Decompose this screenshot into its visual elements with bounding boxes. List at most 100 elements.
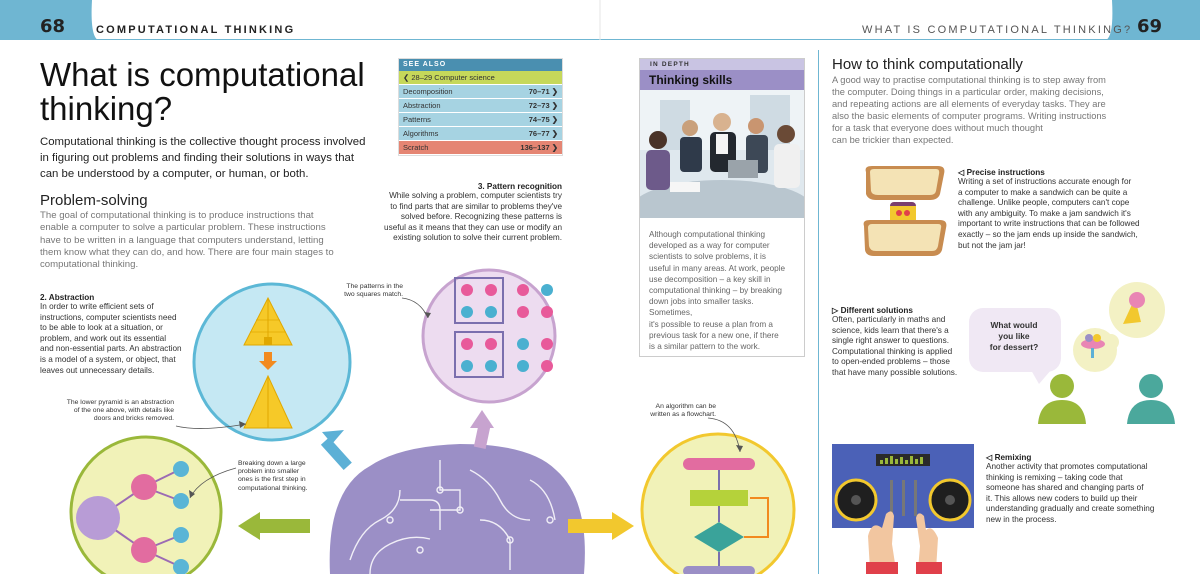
arrow-to-decomposition [238,512,310,540]
problem-solving-heading: Problem-solving [40,192,148,209]
text-line: Another activity that promotes computati… [986,462,1148,471]
see-also-link-scratch[interactable]: Scratch 136–137 ❯ [399,141,562,155]
text-line: leaves out unnecessary details. [40,365,155,375]
remixing-heading: ◁ Remixing [986,453,1032,462]
text-line: A good way to practise computational thi… [832,75,1106,85]
precise-instructions-block: ◁ Precise instructions Writing a set of … [958,167,1168,251]
text-line: useful as it means that they can use or … [384,222,562,232]
text-line: scientists to solve problems, it is [649,252,766,262]
text-line: science, kids learn that there's a [832,325,949,335]
see-also-label: Decomposition [403,87,453,96]
arrow-down-icon [264,352,272,362]
right-page-number: 69 [1137,16,1163,37]
remixing-block: ◁ Remixing Another activity that promote… [986,452,1186,526]
text-line: for a task that everyone does without mu… [832,123,1043,133]
text-line: of the one above, with details like [73,407,174,415]
page-title: What is computational thinking? [40,58,365,126]
intro-line: in figuring out problems and finding the… [40,152,355,164]
text-line: problem into smaller [238,468,300,476]
flowchart-start [683,458,755,470]
text-line: a computer to make a sandwich can be qui… [958,187,1128,197]
text-line: While solving a problem, computer scient… [389,191,562,200]
how-to-heading: How to think computationally [832,56,1023,73]
text-line: The patterns in the [346,283,403,290]
text-line: you like [998,331,1030,341]
text-line: Writing a set of instructions accurate e… [958,177,1132,186]
precise-heading: ◁ Precise instructions [958,168,1045,177]
pattern-square [454,277,504,324]
see-also-link-decomposition[interactable]: Decomposition 70–71 ❯ [399,85,562,99]
text-line: can be trickier than expected. [832,135,954,145]
see-also-label: ❮ 28–29 Computer science [403,73,495,82]
left-section-title: COMPUTATIONAL THINKING [96,24,296,36]
see-also-label: Scratch [403,143,429,152]
text-line: thinking is remixing – taking code that [986,472,1123,482]
text-line: down jobs into smaller tasks. Sometimes, [649,297,754,318]
text-line: instructions, computer scientists need [40,312,177,322]
text-line: useful in many areas. At work, people [649,263,786,273]
text-line: In order to write efficient sets of [40,302,154,311]
decomposition-annotation: Breaking down a large problem into small… [238,460,328,493]
text-line: with any ambiguity. To make a jam sandwi… [958,208,1131,218]
text-line: The lower pyramid is an abstraction [66,399,174,406]
in-depth-tag: IN DEPTH [640,59,804,70]
in-depth-box: IN DEPTH Thinking skills Although comput… [632,58,812,357]
text-line: enable a computer to solve a particular … [40,222,326,234]
text-line: existing solution to solve their current… [393,233,562,243]
see-also-pages: 70–71 ❯ [528,87,558,96]
abstraction-block: 2. Abstraction In order to write efficie… [40,293,190,376]
abstraction-heading: 2. Abstraction [40,293,95,302]
problem-solving-text: The goal of computational thinking is to… [40,210,370,271]
text-line: computational thinking. [40,259,139,271]
text-line: previous task for a new one, if there [649,330,779,340]
text-line: it's possible to reuse a plan from a [649,319,773,329]
header-bar [0,0,1200,40]
different-heading: ▷ Different solutions [832,306,913,315]
text-line: also the basic elements of computer prog… [832,111,1107,121]
abstraction-annotation: The lower pyramid is an abstraction of t… [44,399,174,424]
text-line: to open-ended problems – those [832,357,950,367]
pattern-annotation: The patterns in the two squares match. [333,283,403,299]
text-line: important to write instructions that can… [958,219,1140,229]
text-line: that have many possible solutions. [832,367,958,377]
business-meeting-photo [632,90,812,236]
pattern-recognition-block: 3. Pattern recognition While solving a p… [384,182,562,244]
computational-thinking-diagram [69,268,796,574]
text-line: for dessert? [989,342,1039,352]
dj-remix-illustration [832,444,974,574]
pattern-recognition-heading: 3. Pattern recognition [477,182,562,191]
text-line: problem, and work out its essential [40,333,167,343]
jam-sandwich-illustration [863,166,947,256]
text-line: the computer. Doing things in a particul… [832,87,1104,97]
see-also-pages: 136–137 ❯ [520,143,558,152]
see-also-label: Patterns [403,115,431,124]
text-line: have to be written in a language that co… [40,234,324,246]
how-to-text: A good way to practise computational thi… [832,74,1172,146]
text-line: The goal of computational thinking is to… [40,210,314,221]
text-line: written as a flowchart. [650,411,716,419]
text-line: solved before. Recognizing these pattern… [400,212,562,222]
pattern-square [454,331,504,378]
text-line: but not the jam jar! [958,240,1026,250]
intro-paragraph: Computational thinking is the collective… [40,134,400,182]
text-line: them know what they can do, and how. The… [40,246,334,258]
see-also-box: SEE ALSO ❮ 28–29 Computer science Decomp… [398,58,563,156]
flowchart-decision [694,522,744,552]
text-line: ones is the first step in [238,476,306,484]
see-also-pages: 72–73 ❯ [528,101,558,110]
intro-line: Computational thinking is the collective… [40,136,366,148]
text-line: someone has shared and changing parts of [986,483,1144,493]
text-line: understanding gradually and create somet… [986,504,1155,514]
see-also-link-computer-science[interactable]: ❮ 28–29 Computer science [399,71,562,85]
arrow-to-abstraction [320,430,352,470]
page-title-line: thinking? [40,90,173,127]
flowchart-process [690,490,748,506]
text-line: is a model of a system, or object, that [40,354,176,364]
arrow-to-algorithm [568,512,634,540]
text-line: doors and bricks removed. [93,415,174,423]
different-solutions-block: ▷ Different solutions Often, particularl… [832,305,972,379]
text-line: Breaking down a large [238,460,306,467]
